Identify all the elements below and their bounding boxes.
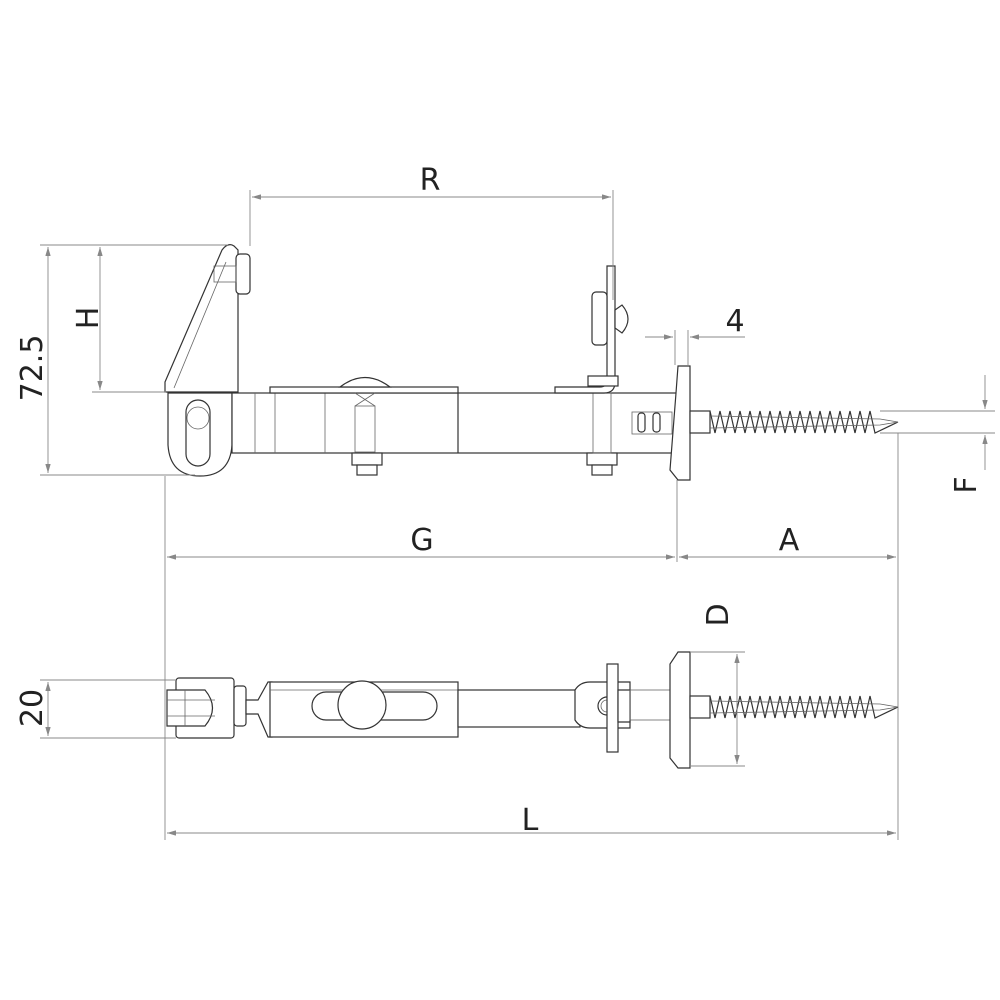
dim-A-label: A xyxy=(779,523,800,558)
dim-L-label: L xyxy=(522,803,539,838)
dim-G-label: G xyxy=(410,523,433,558)
flange-plate xyxy=(606,663,619,753)
tube xyxy=(231,376,681,476)
nut xyxy=(586,452,618,466)
screw-thread xyxy=(709,695,899,719)
dim-D-label: D xyxy=(701,603,736,626)
dim-H-label: H xyxy=(71,307,106,330)
left-bracket xyxy=(164,244,251,477)
dim-72-5-label: 72.5 xyxy=(15,335,50,402)
screw-thread xyxy=(709,410,899,434)
nut xyxy=(351,452,383,466)
washer xyxy=(669,651,691,769)
rod xyxy=(457,689,581,728)
right-bracket xyxy=(554,265,629,394)
bolt-head xyxy=(337,680,387,730)
dim-R-label: R xyxy=(420,163,441,198)
carriage-bolt-head xyxy=(338,376,392,388)
screw xyxy=(689,410,899,434)
side-view xyxy=(164,244,899,481)
dim-4-label: 4 xyxy=(725,304,744,339)
dimension-lines xyxy=(40,190,995,840)
top-view xyxy=(166,651,899,769)
washer xyxy=(669,365,691,481)
screw-core xyxy=(709,700,899,714)
dim-F-label: F xyxy=(949,476,984,493)
dim-20-label: 20 xyxy=(15,689,50,727)
screw-core xyxy=(709,415,899,429)
top-dimension-lines xyxy=(40,651,896,836)
